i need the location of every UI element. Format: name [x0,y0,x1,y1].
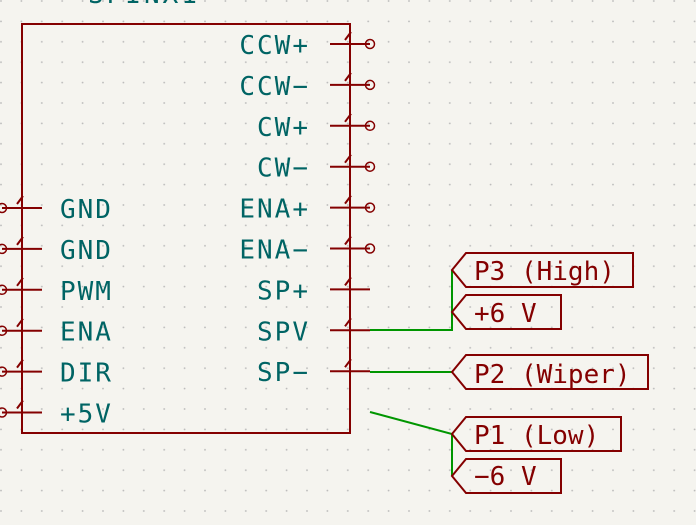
pin-enaminus[interactable]: ENA− [239,236,376,266]
pin-group: CCW+ CCW− CW+ CW− ENA+ ENA− SP+ SPV SP− GND GND PWM… [0,31,376,430]
pin-label: ENA [60,318,113,348]
pin-plus5v[interactable]: +5V [0,400,113,430]
pin-pwm[interactable]: PWM [0,277,113,307]
net-label-p3-high[interactable]: P3 (High) [450,252,634,288]
pin-label: +5V [60,400,113,430]
pin-label: CCW+ [239,31,310,61]
net-label-group: P3 (High) +6 V P2 (Wiper) P1 (Low) −6 V [450,252,649,494]
pin-spminus[interactable]: SP− [257,358,370,388]
pin-label: PWM [60,277,113,307]
pin-label: ENA− [239,236,310,266]
component-reference: SPINX1 [88,0,200,10]
pin-label: SP+ [257,276,310,306]
net-label-text: −6 V [474,462,537,492]
pin-label: GND [60,236,113,266]
pin-ccwminus[interactable]: CCW− [239,72,376,102]
pin-label: SPV [257,317,310,347]
net-label-text: P1 (Low) [474,421,599,451]
pin-label: ENA+ [239,195,310,225]
pin-dir[interactable]: DIR [0,359,113,389]
net-label-text: +6 V [474,299,537,329]
pin-cwminus[interactable]: CW− [257,154,376,184]
pin-spv[interactable]: SPV [257,317,370,347]
pin-ena[interactable]: ENA [0,318,113,348]
net-label-p2-wiper[interactable]: P2 (Wiper) [450,354,649,390]
pin-label: DIR [60,359,113,389]
pin-label: CW+ [257,113,310,143]
net-label-plus-6v[interactable]: +6 V [450,294,562,330]
net-label-text: P3 (High) [474,257,615,287]
pin-label: CW− [257,154,310,184]
pin-enaplus[interactable]: ENA+ [239,195,376,225]
pin-label: CCW− [239,72,310,102]
pin-ccwplus[interactable]: CCW+ [239,31,376,61]
pin-gnd[interactable]: GND [0,236,113,266]
pin-spplus[interactable]: SP+ [257,276,370,306]
net-label-p1-low[interactable]: P1 (Low) [450,416,622,452]
pin-label: SP− [257,358,310,388]
net-label-text: P2 (Wiper) [474,360,631,390]
pin-cwplus[interactable]: CW+ [257,113,376,143]
pin-label: GND [60,195,113,225]
component-body[interactable] [21,23,351,434]
net-label-minus-6v[interactable]: −6 V [450,458,562,494]
pin-gnd[interactable]: GND [0,195,113,225]
